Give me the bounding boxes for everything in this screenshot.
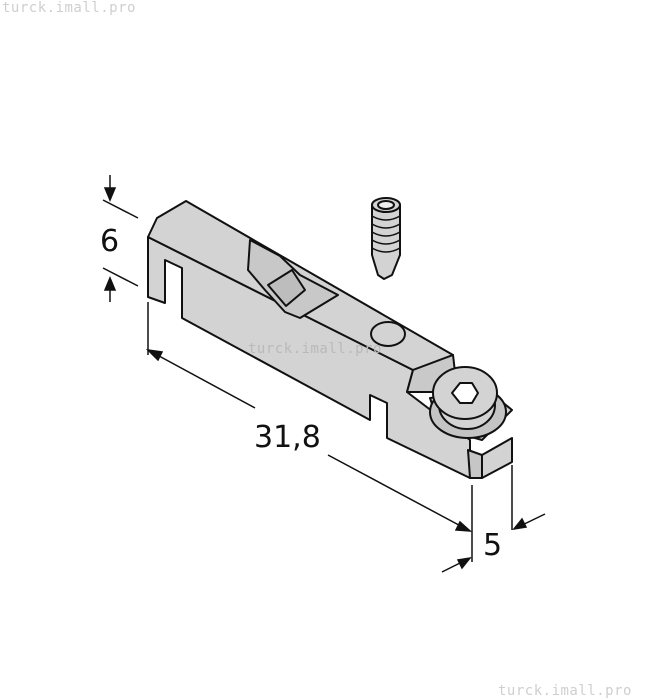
watermark: turck.imall.pro [248, 341, 382, 357]
dimension-height: 6 [100, 224, 120, 259]
body-front-face [147, 236, 471, 479]
watermark: turck.imall.pro [498, 683, 632, 699]
watermark: turck.imall.pro [2, 0, 136, 16]
screw-drive-icon [451, 382, 479, 404]
dimension-width: 5 [483, 528, 503, 563]
base-block-front [467, 449, 483, 479]
hole [370, 321, 406, 347]
recess-floor [267, 269, 306, 307]
base-block-side [481, 437, 513, 479]
threaded-pin [371, 204, 401, 280]
dimension-length: 31,8 [254, 420, 321, 455]
